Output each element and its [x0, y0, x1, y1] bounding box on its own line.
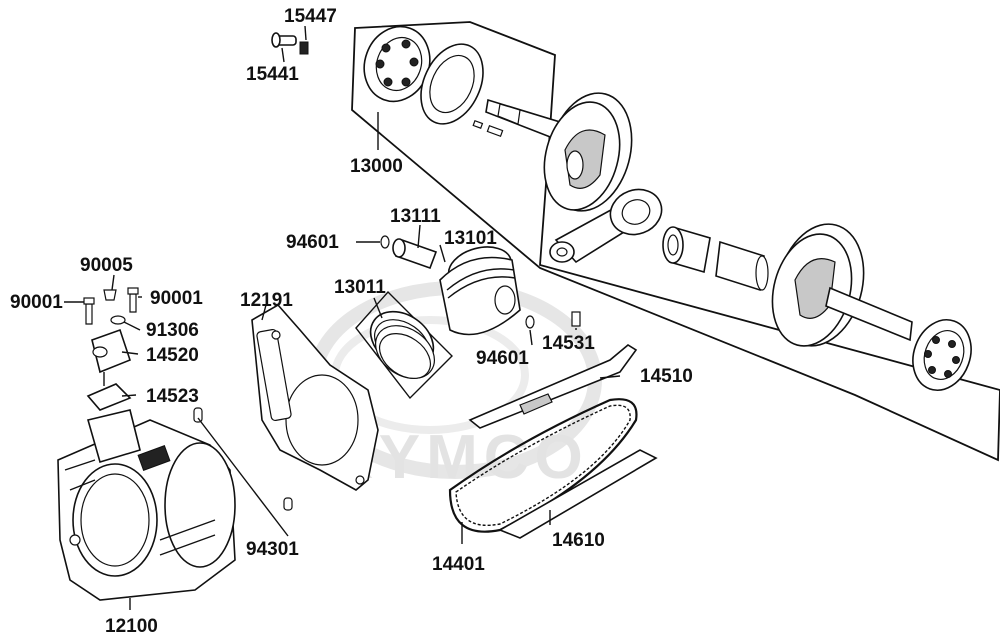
- bolts-90001: [83, 287, 139, 325]
- dowel-94301: [193, 407, 293, 511]
- label-91306: 91306: [146, 320, 199, 341]
- clip-94601-upper: [380, 235, 390, 249]
- label-14610: 14610: [552, 530, 605, 551]
- clip-94601-lower: [525, 315, 535, 329]
- tensioner-gasket-14523: [86, 383, 132, 411]
- chain-guide-14610: [498, 449, 658, 539]
- leader-lines: [64, 25, 621, 610]
- chain-guide-14510: [468, 344, 638, 429]
- cylinder-12100: [57, 409, 236, 601]
- bolt-14531: [571, 311, 581, 327]
- label-13011: 13011: [334, 277, 386, 298]
- bolt-90005: [103, 289, 117, 301]
- label-14510: 14510: [640, 366, 693, 387]
- label-14401: 14401: [432, 554, 485, 575]
- label-94601-lower: 94601: [476, 348, 529, 369]
- label-15441: 15441: [246, 64, 299, 85]
- label-14523: 14523: [146, 386, 199, 407]
- label-90005: 90005: [80, 255, 133, 276]
- label-90001-left: 90001: [10, 292, 63, 313]
- label-13000: 13000: [350, 156, 403, 177]
- nut-15447: [299, 41, 309, 55]
- label-14531: 14531: [542, 333, 595, 354]
- cam-chain-14401: [448, 398, 638, 533]
- crankshaft-assembly-frame: [351, 21, 1000, 462]
- tensioner-14520: [91, 328, 131, 386]
- label-13111: 13111: [390, 206, 441, 227]
- label-94601-upper: 94601: [286, 232, 339, 253]
- cylinder-gasket-12191: [251, 303, 379, 491]
- label-12100: 12100: [105, 616, 158, 637]
- label-94301: 94301: [246, 539, 299, 560]
- part-labels: 15447 15441 13000 94601 13111 13101 1301…: [10, 6, 693, 637]
- label-13101: 13101: [444, 228, 497, 249]
- sealing-washer-91306: [110, 315, 126, 325]
- label-14520: 14520: [146, 345, 199, 366]
- label-15447: 15447: [284, 6, 337, 27]
- bolt-15441: [271, 32, 297, 48]
- piston-rings-13011: [355, 290, 453, 400]
- piston-13101: [439, 246, 521, 336]
- crankshaft-assembly: [363, 25, 972, 391]
- label-12191: 12191: [240, 290, 293, 311]
- label-90001-right: 90001: [150, 288, 203, 309]
- piston-pin-13111: [392, 238, 438, 270]
